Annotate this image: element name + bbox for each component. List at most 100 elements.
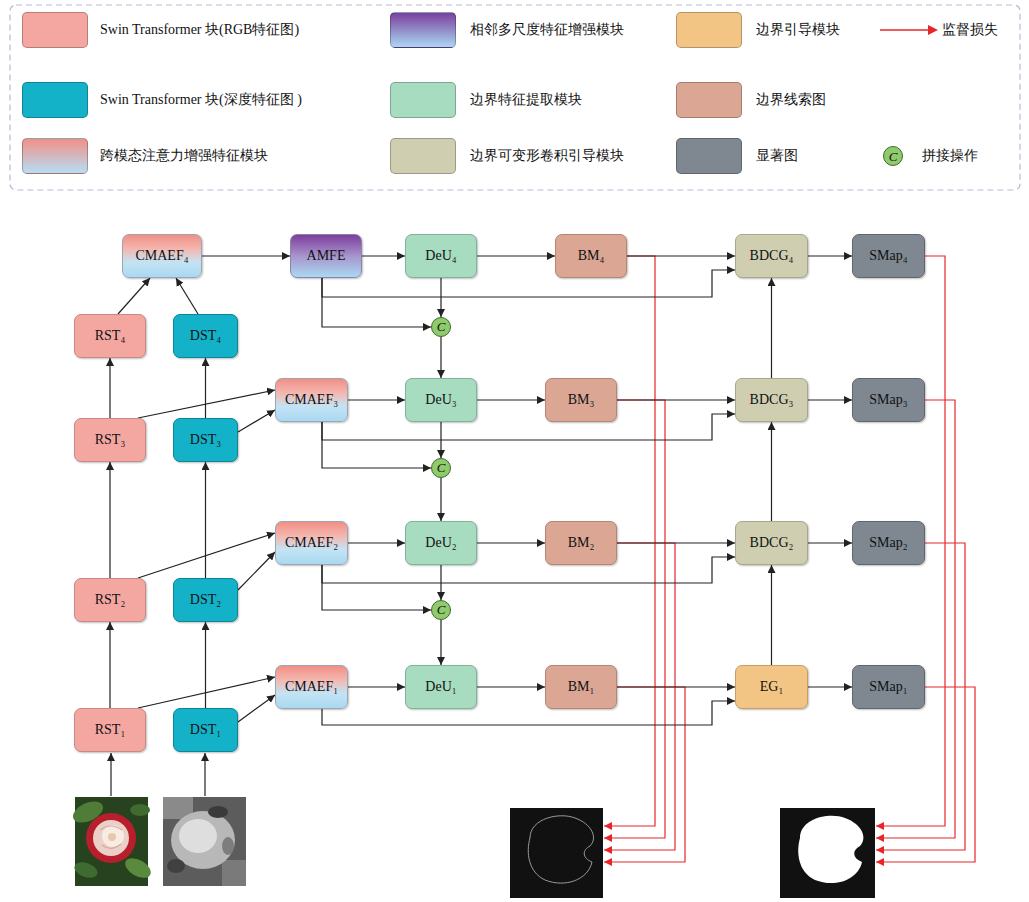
input-arrows (111, 753, 205, 796)
symbol-letter: C (889, 150, 898, 163)
connector-arrow (138, 677, 275, 708)
legend-text: 相邻多尺度特征增强模块 (470, 22, 624, 38)
boundary-extract-module: DeU₃ (405, 378, 477, 422)
node-label: EG₁ (760, 679, 784, 694)
connector-arrow (205, 462, 206, 578)
node-label: DeU₂ (425, 535, 456, 550)
node-label: DeU₄ (425, 248, 456, 263)
connector-arrow (808, 686, 852, 687)
concat-symbol: C (431, 317, 451, 337)
depth-input-image (163, 797, 246, 886)
connector-arrow (771, 565, 772, 665)
cross-modal-attention-module: CMAEF₁ (275, 665, 348, 709)
supervision-loss-lines (604, 256, 975, 862)
connector-arrow (205, 622, 206, 708)
connector-arrow (440, 620, 441, 665)
connector-arrow (617, 399, 735, 400)
rgb-input-image (100, 826, 122, 848)
connector-arrow (348, 686, 405, 687)
depth-input-image (222, 860, 246, 886)
connector-arrow (440, 478, 441, 521)
legend-text: Swin Transformer 块(深度特征图 ) (100, 92, 302, 108)
node-label: SMap₁ (869, 679, 907, 694)
multiscale-enhance-module: AMFE (290, 234, 362, 278)
node-label: BM₄ (578, 248, 605, 263)
connector-arrow (322, 422, 431, 468)
connector-arrow (362, 255, 405, 256)
saliency-map: SMap₁ (852, 665, 925, 709)
supervision-loss-lines (876, 400, 955, 838)
node-label: BDCG₂ (750, 535, 794, 550)
boundary-extract-module: DeU₂ (405, 521, 477, 565)
node-label: C (437, 603, 446, 617)
saliency-map: SMap₂ (852, 521, 925, 565)
node-label: RST₃ (95, 432, 126, 447)
boundary-map: BM₄ (555, 234, 627, 278)
node-label: DeU₁ (425, 679, 456, 694)
connector-arrow (322, 414, 735, 440)
depth-swin-block: DST₁ (173, 708, 238, 752)
connector-arrow (348, 399, 405, 400)
legend-swatch (676, 138, 742, 174)
saliency-ground-truth (780, 808, 875, 898)
rgb-swin-block: RST₁ (74, 708, 146, 752)
boundary-map: BM₃ (545, 378, 617, 422)
connector-arrow (477, 686, 545, 687)
connector-arrow (322, 701, 735, 725)
legend-swatch (676, 82, 742, 118)
legend-swatch (22, 12, 88, 48)
legend-text: 拼接操作 (922, 148, 978, 164)
rgb-input-image (93, 820, 129, 856)
legend-concat-symbol: C (883, 146, 903, 166)
saliency-map: SMap₄ (852, 234, 925, 278)
connector-arrow (109, 622, 110, 708)
connector-arrow (627, 255, 735, 256)
connector-arrow (477, 399, 545, 400)
node-label: DeU₃ (425, 392, 456, 407)
node-label: BDCG₄ (750, 248, 794, 263)
node-label: RST₄ (95, 328, 126, 343)
boundary-extract-module: DeU₄ (405, 234, 477, 278)
node-label: RST₁ (95, 722, 126, 737)
connector-arrow (440, 422, 441, 458)
node-label: SMap₂ (869, 535, 907, 550)
connector-arrow (477, 255, 555, 256)
legend-text: 显著图 (756, 148, 798, 164)
rgb-input-image (122, 854, 154, 882)
connector-arrow (808, 542, 852, 543)
connector-arrow (348, 542, 405, 543)
depth-input-image (167, 859, 185, 873)
input-arrows (110, 753, 111, 796)
legend-swatch (676, 12, 742, 48)
legend-arrow-head (928, 25, 938, 35)
depth-input-image (222, 837, 234, 855)
rgb-input-image (108, 833, 116, 841)
deformable-guide-module: BDCG₄ (735, 234, 808, 278)
node-label: C (437, 320, 446, 334)
boundary-ground-truth (510, 808, 603, 898)
connector-arrow (808, 255, 852, 256)
legend-text: 边界特征提取模块 (470, 92, 582, 108)
legend-text: 边界线索图 (756, 92, 826, 108)
node-label: CMAEF₁ (285, 679, 338, 694)
connector-arrow (771, 278, 772, 378)
connector-arrow (440, 565, 441, 600)
connector-arrow (138, 390, 275, 418)
legend-arrow-line (880, 29, 930, 30)
cross-modal-attention-module: CMAEF₂ (275, 521, 348, 565)
node-label: SMap₄ (869, 248, 907, 263)
boundary-extract-module: DeU₁ (405, 665, 477, 709)
boundary-map: BM₂ (545, 521, 617, 565)
node-label: SMap₃ (869, 392, 907, 407)
node-label: BM₃ (568, 392, 595, 407)
boundary-map: BM₁ (545, 665, 617, 709)
legend-swatch (390, 82, 456, 118)
node-label: CMAEF₄ (135, 248, 188, 263)
connector-arrow (138, 533, 275, 578)
rgb-input-image (86, 813, 136, 863)
depth-input-image (208, 806, 228, 818)
supervision-loss-lines (876, 687, 975, 862)
